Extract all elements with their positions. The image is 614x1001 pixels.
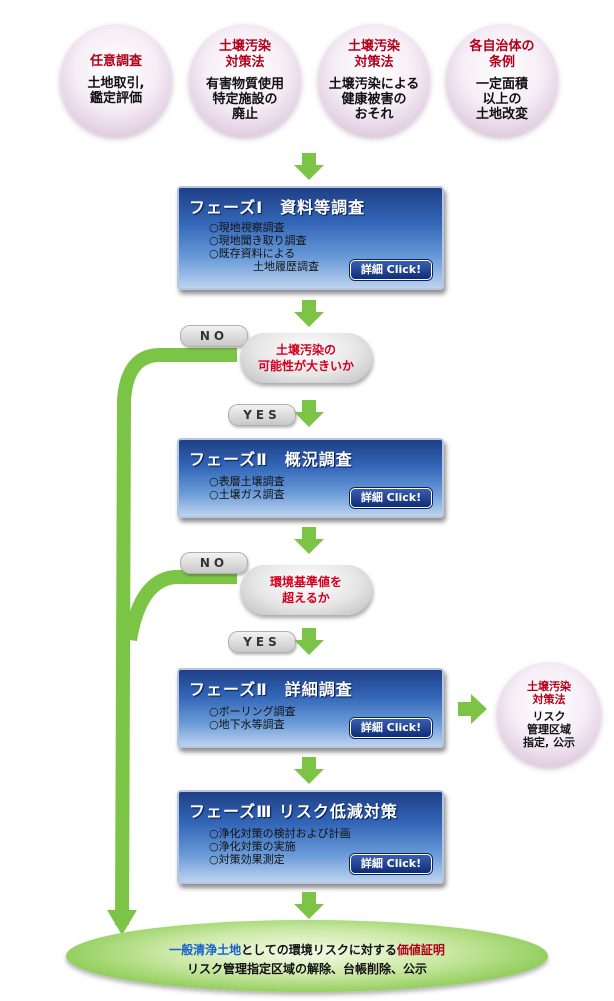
trigger-voluntary-survey: 任意調査 土地取引, 鑑定評価 bbox=[60, 24, 172, 136]
decision-text: 土壌汚染の 可能性が大きいか bbox=[257, 343, 354, 373]
detail-click-button[interactable]: 詳細 Click! bbox=[350, 488, 432, 508]
phase-item: ○土壌ガス調査 bbox=[209, 488, 285, 501]
phase-2-overview-box: フェーズⅡ 概況調査 ○表層土壌調査 ○土壌ガス調査 詳細 Click! bbox=[177, 438, 444, 518]
down-arrow-icon bbox=[294, 527, 324, 555]
result-ellipse: 一般清浄土地としての環境リスクに対する価値証明 リスク管理指定区域の解除、台帳削… bbox=[66, 920, 548, 992]
trigger-desc: 土壌汚染による 健康被害の おそれ bbox=[328, 76, 420, 122]
phase-3-box: フェーズⅢ リスク低減対策 ○浄化対策の検討および計画 ○浄化対策の実施 ○対策… bbox=[177, 790, 444, 884]
result-line-1: 一般清浄土地としての環境リスクに対する価値証明 bbox=[66, 941, 548, 958]
trigger-title: 任意調査 bbox=[89, 54, 142, 69]
phase-1-box: フェーズⅠ 資料等調査 ○現地視察調査 ○現地聞き取り調査 ○既存資料による 土… bbox=[177, 186, 444, 290]
yes-label: YES bbox=[228, 404, 296, 426]
phase-title: フェーズⅠ 資料等調査 bbox=[189, 198, 366, 217]
phase-title: フェーズⅡ 詳細調査 bbox=[189, 680, 353, 699]
down-arrow-icon bbox=[294, 153, 324, 181]
decision-text: 環境基準値を 超えるか bbox=[269, 575, 342, 605]
phase-item: ○浄化対策の検討および計画 bbox=[209, 827, 351, 840]
trigger-desc: 有害物質使用 特定施設の 廃止 bbox=[205, 76, 284, 122]
trigger-title: 各自治体の 条例 bbox=[469, 38, 535, 70]
phase-item: ○浄化対策の実施 bbox=[209, 840, 296, 853]
decision-contamination-possibility: 土壌汚染の 可能性が大きいか bbox=[240, 333, 372, 383]
result-line-1-mid: としての環境リスクに対する bbox=[241, 943, 397, 957]
phase-2-detailed-box: フェーズⅡ 詳細調査 ○ボーリング調査 ○地下水等調査 詳細 Click! bbox=[177, 668, 444, 748]
down-arrow-icon bbox=[294, 757, 324, 785]
result-highlight-value-proof: 価値証明 bbox=[396, 943, 445, 957]
trigger-local-ordinance: 各自治体の 条例 一定面積 以上の 土地改変 bbox=[446, 24, 558, 136]
trigger-desc: 土地取引, 鑑定評価 bbox=[87, 76, 145, 106]
phase-item: ○既存資料による bbox=[209, 247, 296, 260]
side-note-title: 土壌汚染 対策法 bbox=[527, 679, 571, 706]
trigger-soil-law-facility: 土壌汚染 対策法 有害物質使用 特定施設の 廃止 bbox=[189, 24, 301, 136]
trigger-title: 土壌汚染 対策法 bbox=[218, 38, 271, 70]
detail-click-button[interactable]: 詳細 Click! bbox=[350, 718, 432, 738]
side-note-risk-area: 土壌汚染 対策法 リスク 管理区域 指定, 公示 bbox=[497, 662, 601, 766]
yes-label: YES bbox=[228, 631, 296, 653]
trigger-soil-law-health: 土壌汚染 対策法 土壌汚染による 健康被害の おそれ bbox=[318, 24, 430, 136]
result-highlight-clean-land: 一般清浄土地 bbox=[169, 943, 242, 957]
phase-item: ○表層土壌調査 bbox=[209, 475, 285, 488]
phase-item: ○地下水等調査 bbox=[209, 718, 285, 731]
trigger-desc: 一定面積 以上の 土地改変 bbox=[475, 76, 528, 122]
trigger-title: 土壌汚染 対策法 bbox=[347, 38, 400, 70]
phase-item: ○現地聞き取り調査 bbox=[209, 234, 307, 247]
side-note-desc: リスク 管理区域 指定, 公示 bbox=[522, 709, 575, 749]
down-arrow-icon bbox=[294, 300, 324, 328]
phase-item: ○現地視察調査 bbox=[209, 221, 285, 234]
result-line-2: リスク管理指定区域の解除、台帳削除、公示 bbox=[186, 962, 427, 976]
phase-title: フェーズⅢ リスク低減対策 bbox=[189, 802, 398, 821]
phase-item: 土地履歴調査 bbox=[209, 260, 319, 273]
detail-click-button[interactable]: 詳細 Click! bbox=[350, 260, 432, 280]
detail-click-button[interactable]: 詳細 Click! bbox=[350, 854, 432, 874]
no-label: NO bbox=[180, 325, 248, 347]
down-arrow-icon bbox=[294, 628, 324, 656]
down-arrow-icon bbox=[294, 892, 324, 920]
right-arrow-icon bbox=[458, 694, 488, 724]
phase-title: フェーズⅡ 概況調査 bbox=[189, 450, 353, 469]
phase-item: ○ボーリング調査 bbox=[209, 705, 296, 718]
down-arrow-icon bbox=[294, 400, 324, 428]
phase-item: ○対策効果測定 bbox=[209, 853, 285, 866]
no-label: NO bbox=[180, 552, 248, 574]
decision-exceeds-standard: 環境基準値を 超えるか bbox=[240, 565, 372, 615]
